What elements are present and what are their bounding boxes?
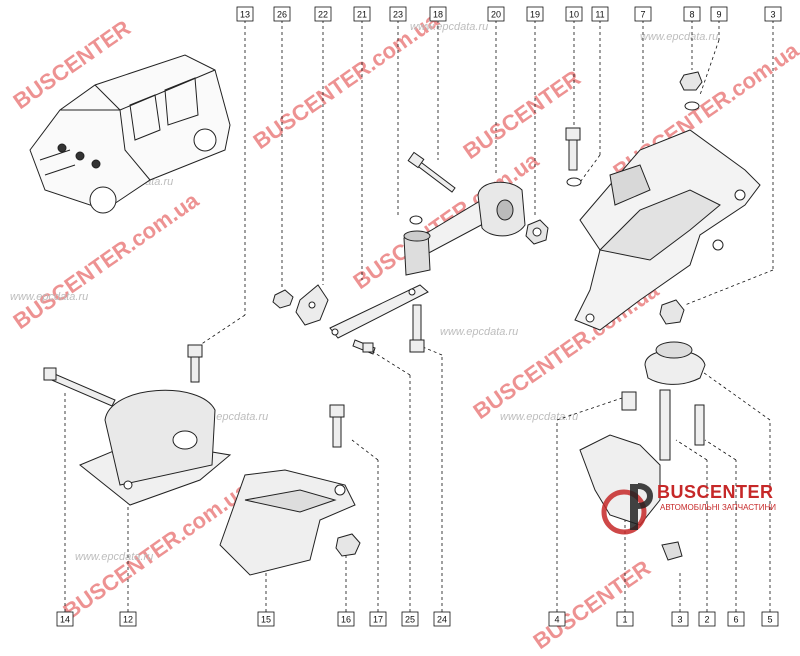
callouts-top: 13 26 22 21 23 18 20 19 10 11 7 8 9 3 (236, 6, 782, 22)
part-bolt-18 (407, 151, 456, 193)
watermark-site: www.epcdata.ru (75, 551, 153, 563)
callout-16: 16 (337, 611, 355, 627)
svg-text:13: 13 (240, 10, 250, 20)
watermark-site: www.epcdata.ru (10, 291, 88, 303)
svg-text:16: 16 (341, 615, 351, 625)
svg-text:3: 3 (770, 10, 775, 20)
svg-text:14: 14 (60, 615, 70, 625)
svg-text:24: 24 (437, 615, 447, 625)
part-bolt-13 (187, 344, 203, 383)
callout-1: 1 (616, 611, 634, 627)
svg-text:25: 25 (405, 615, 415, 625)
svg-text:11: 11 (595, 10, 604, 20)
svg-text:8: 8 (689, 10, 694, 20)
part-washer-11 (566, 177, 582, 187)
svg-text:6: 6 (733, 615, 738, 625)
callout-13: 13 (236, 6, 254, 22)
part-rubber-mount-12 (79, 389, 232, 506)
svg-text:4: 4 (554, 615, 559, 625)
part-bolt-25 (352, 339, 376, 355)
svg-text:21: 21 (357, 10, 367, 20)
part-bolt-24 (409, 304, 425, 353)
buscenter-logo: BUSCENTER АВТОМОБІЛЬНІ ЗАПЧАСТИНИ (600, 478, 800, 538)
callout-8: 8 (683, 6, 701, 22)
svg-text:1: 1 (622, 615, 627, 625)
part-gearbox-bracket-7 (574, 129, 761, 331)
callout-24: 24 (433, 611, 451, 627)
svg-text:10: 10 (569, 10, 579, 20)
leader-lines (64, 20, 774, 612)
part-nut-3-upper (659, 299, 685, 325)
watermark-site: www.epcdata.ru (500, 411, 578, 423)
callout-5: 5 (761, 611, 779, 627)
svg-text:9: 9 (716, 10, 721, 20)
svg-text:23: 23 (393, 10, 403, 20)
part-bolt-17 (329, 404, 345, 448)
svg-text:20: 20 (491, 10, 501, 20)
callout-19: 19 (526, 6, 544, 22)
callout-3-bottom: 3 (671, 611, 689, 627)
callout-4: 4 (548, 611, 566, 627)
part-nut-8 (679, 71, 703, 91)
svg-text:5: 5 (767, 615, 772, 625)
svg-text:18: 18 (433, 10, 443, 20)
watermark-site: www.epcdata.ru (410, 21, 488, 33)
callout-23: 23 (389, 6, 407, 22)
watermark-brand: BUSCENTER (459, 65, 586, 164)
callout-22: 22 (314, 6, 332, 22)
part-bolt-10 (565, 127, 581, 171)
callout-9: 9 (710, 6, 728, 22)
callout-10: 10 (565, 6, 583, 22)
callout-17: 17 (369, 611, 387, 627)
part-torque-rod (403, 181, 526, 276)
callout-7: 7 (634, 6, 652, 22)
logo-title: BUSCENTER (657, 482, 774, 502)
svg-text:7: 7 (640, 10, 645, 20)
svg-text:22: 22 (318, 10, 328, 20)
callout-18: 18 (429, 6, 447, 22)
vehicle-illustration (29, 54, 231, 214)
callout-14: 14 (56, 611, 74, 627)
svg-text:3: 3 (677, 615, 682, 625)
part-washer-23 (409, 215, 423, 225)
callout-26: 26 (273, 6, 291, 22)
svg-text:26: 26 (277, 10, 287, 20)
watermark-site: www.epcdata.ru (440, 326, 518, 338)
part-bracket-15 (219, 469, 356, 576)
callout-6: 6 (727, 611, 745, 627)
callout-3-top: 3 (764, 6, 782, 22)
svg-text:17: 17 (373, 615, 383, 625)
part-bracket-22 (295, 284, 329, 326)
part-nut-16 (335, 533, 361, 557)
part-nut-19 (525, 219, 549, 245)
callout-20: 20 (487, 6, 505, 22)
part-bolt-14 (43, 367, 116, 407)
callout-15: 15 (257, 611, 275, 627)
part-mount-5 (644, 341, 706, 385)
callout-11: 11 (591, 6, 609, 22)
callouts-bottom: 14 12 15 16 17 25 24 4 1 3 2 6 5 (56, 611, 779, 627)
callout-21: 21 (353, 6, 371, 22)
svg-text:2: 2 (704, 615, 709, 625)
svg-text:12: 12 (123, 615, 133, 625)
svg-text:19: 19 (530, 10, 540, 20)
part-nut-26 (272, 289, 294, 309)
logo-subtitle: АВТОМОБІЛЬНІ ЗАПЧАСТИНИ (660, 503, 776, 512)
part-bracket-bar-21 (329, 284, 429, 339)
svg-text:15: 15 (261, 615, 271, 625)
watermark-site: www.epcdata.ru (640, 31, 718, 43)
callout-2: 2 (698, 611, 716, 627)
watermark-brand: BUSCENTER (529, 555, 656, 654)
callout-12: 12 (119, 611, 137, 627)
part-washer-9 (684, 101, 700, 111)
buscenter-logo-mark-icon (601, 483, 653, 535)
callout-25: 25 (401, 611, 419, 627)
